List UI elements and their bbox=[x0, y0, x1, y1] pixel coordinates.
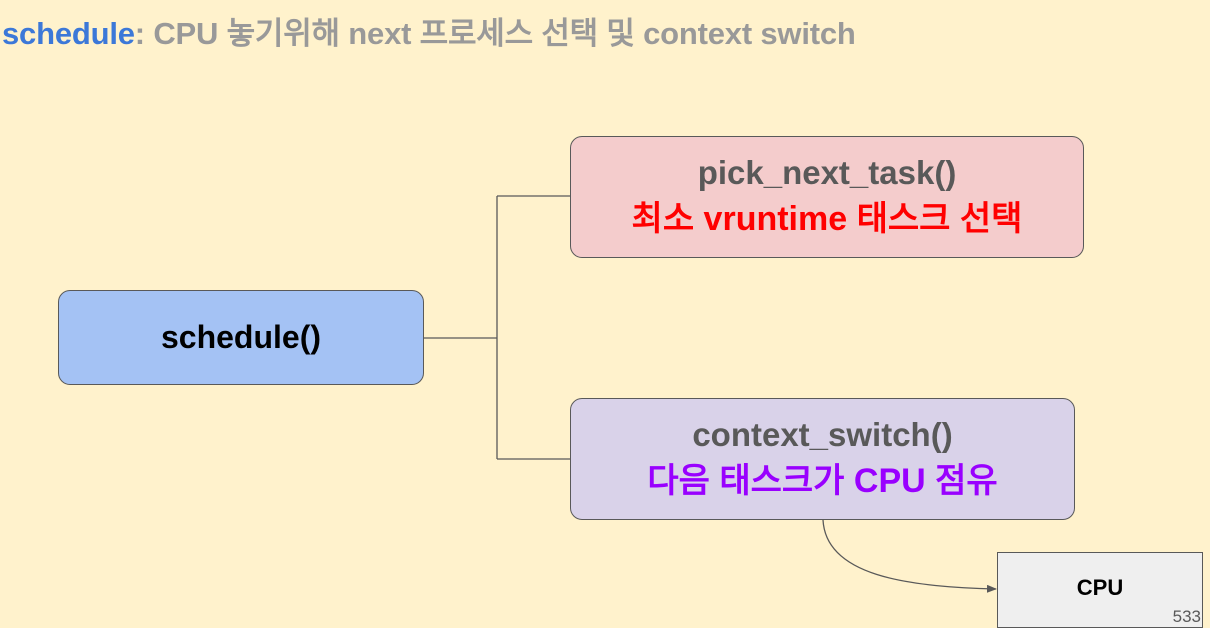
arrow-context-switch-to-cpu bbox=[822, 519, 997, 593]
context-switch-function: context_switch() bbox=[692, 416, 953, 453]
context-switch-description: 다음 태스크가 CPU 점유 bbox=[647, 462, 998, 500]
page-number: 533 bbox=[1172, 607, 1201, 626]
context-switch-box: context_switch() 다음 태스크가 CPU 점유 bbox=[570, 398, 1075, 520]
cpu-label: CPU bbox=[1076, 575, 1124, 600]
title-rest: : CPU 놓기위해 next 프로세스 선택 및 context switch bbox=[134, 16, 856, 51]
schedule-box: schedule() bbox=[58, 290, 424, 385]
schedule-label: schedule() bbox=[160, 319, 322, 355]
cpu-box: CPU bbox=[997, 552, 1203, 628]
title-keyword: schedule bbox=[2, 16, 135, 51]
pick-next-task-box: pick_next_task() 최소 vruntime 태스크 선택 bbox=[570, 136, 1084, 258]
pick-next-task-description: 최소 vruntime 태스크 선택 bbox=[631, 200, 1023, 238]
pick-next-task-function: pick_next_task() bbox=[697, 154, 957, 191]
slide-title: schedule: CPU 놓기위해 next 프로세스 선택 및 contex… bbox=[2, 8, 856, 53]
